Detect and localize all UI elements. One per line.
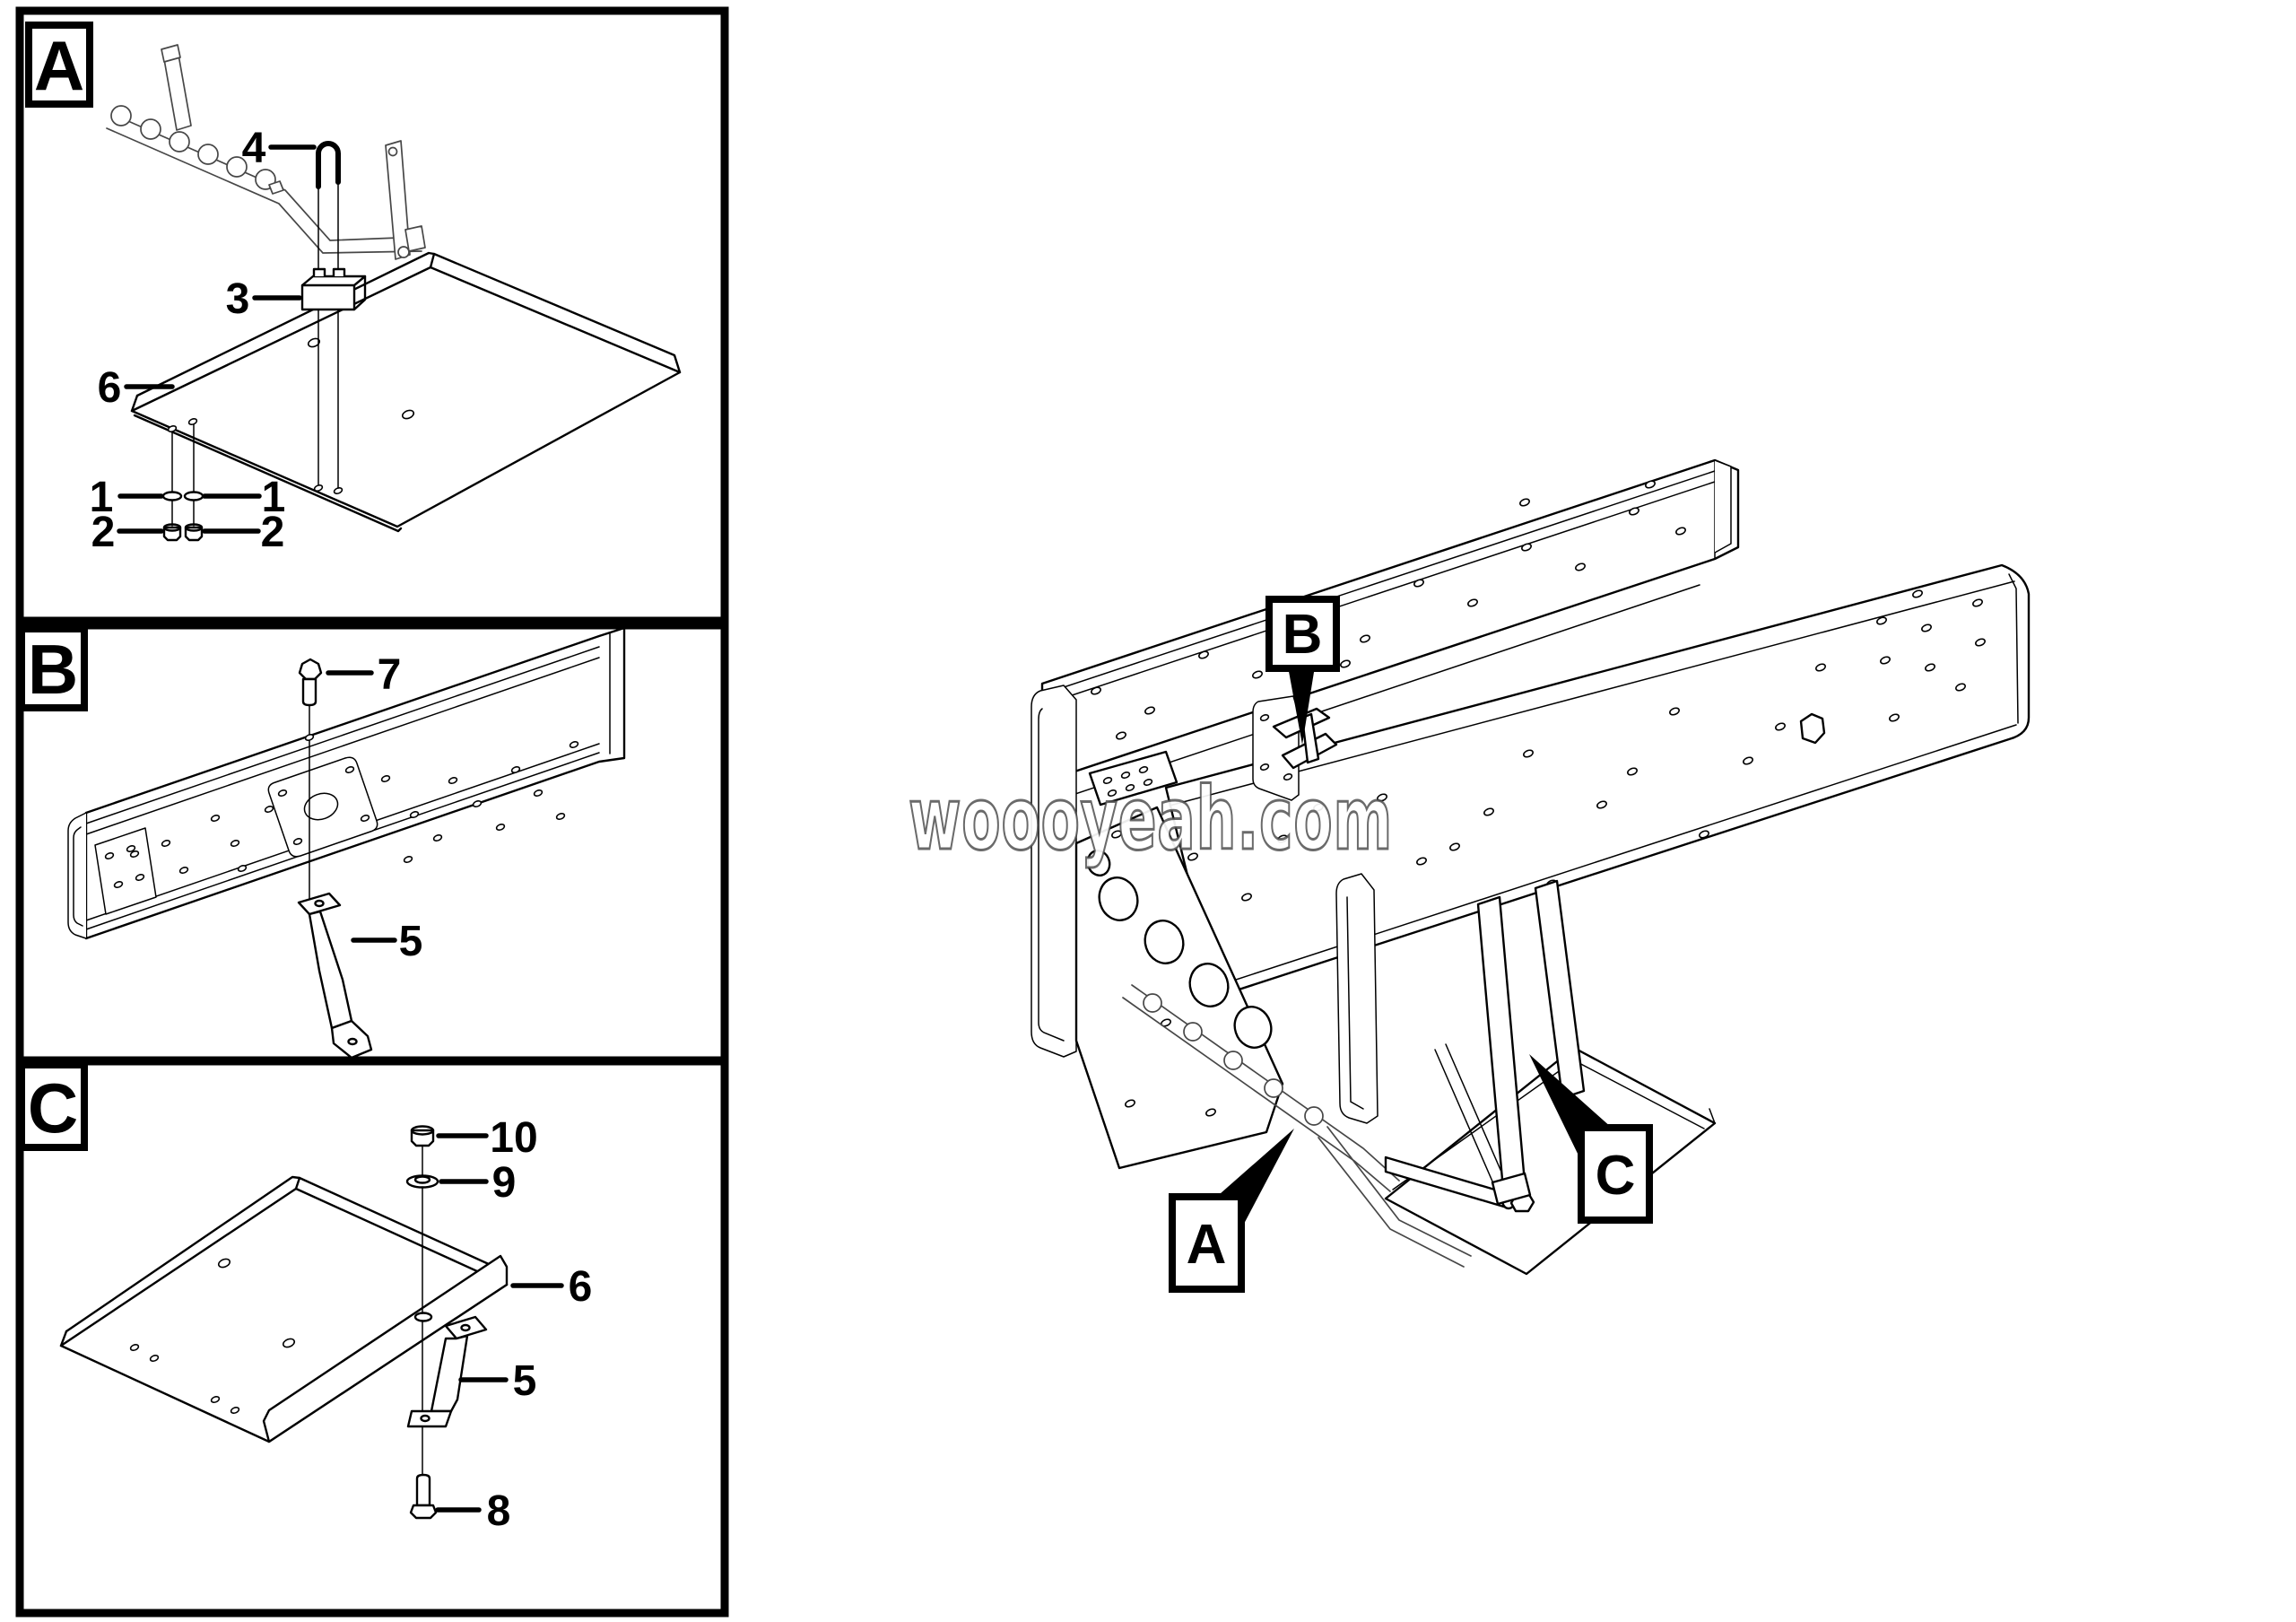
main-assembly-view: woooyeah.com B A C [908,458,2031,1293]
panel-a-label-box [25,22,93,108]
callout-5: 5 [458,1357,537,1405]
callout-2-right: 2 [202,509,285,556]
callout-8: 8 [435,1487,511,1535]
callout-number: 9 [492,1159,517,1207]
j-bolt [316,141,341,489]
callout-pointer [1288,667,1315,745]
main-callout-b: B [1265,596,1340,745]
frame-rail [67,626,626,940]
holddown-rod-left [163,54,192,131]
tray-lip [262,1254,509,1443]
callout-number: 3 [226,275,250,323]
callout-1-left: 1 [90,474,164,521]
watermark-text: woooyeah.com [909,769,1393,869]
battery-tray [59,1175,509,1443]
callout-box [1578,1124,1653,1224]
callout-number: 2 [91,509,116,556]
callout-6: 6 [510,1263,593,1311]
underslung-battery-assembly [1122,879,1717,1276]
callout-number: 6 [98,364,122,412]
tray-studs [161,423,204,542]
panel-c-border [15,1057,729,1618]
panel-a-label: A [34,26,84,105]
callout-9: 9 [439,1159,517,1207]
panel-a: 4 3 6 1 1 2 2 A [15,6,729,625]
callout-number: 7 [378,651,402,699]
washer [161,491,183,501]
callout-number: 4 [242,125,266,172]
support-bracket [406,1315,488,1428]
panel-c-label-box [18,1061,88,1151]
battery-tray [130,251,682,533]
fastener-stack [405,1125,439,1479]
callout-letter: C [1596,1145,1636,1207]
callout-5: 5 [351,918,423,965]
hex-hole [1799,712,1826,745]
main-callout-c: C [1529,1054,1653,1224]
frame-front-end [1031,685,1378,1170]
main-callout-a: A [1169,1129,1294,1293]
callout-1-right: 1 [202,474,286,521]
panel-c: 10 9 6 5 8 C [15,1057,729,1618]
support-bracket [297,892,373,1060]
callout-letter: A [1187,1214,1227,1276]
callout-box [1265,596,1340,672]
support-strap [1534,879,1586,1100]
clamp-block [300,267,367,311]
callout-7: 7 [326,651,402,699]
callout-box [1169,1193,1245,1293]
holddown-boss [110,105,132,126]
callout-6: 6 [98,364,175,412]
panel-b-label-box [18,625,88,711]
callout-number: 5 [399,918,423,965]
callout-number: 1 [90,474,114,521]
panel-b: 7 5 B [15,621,729,1065]
bolt-8 [409,1473,438,1520]
callout-number: 5 [513,1357,537,1405]
holddown-rod-right [385,140,411,260]
washer [183,491,204,501]
callout-3: 3 [226,275,302,323]
callout-number: 10 [490,1114,537,1162]
callout-10: 10 [436,1114,538,1162]
battery-holddown-frame [106,44,426,260]
callout-4: 4 [242,125,317,172]
callout-number: 2 [261,509,285,556]
panel-a-border [15,6,729,625]
callout-number: 1 [262,474,286,521]
bolt-7 [298,658,323,901]
callout-number: 6 [569,1263,593,1311]
panel-c-label: C [28,1068,78,1147]
panel-b-label: B [28,630,78,709]
callout-2-left: 2 [91,509,164,556]
callout-number: 8 [487,1487,511,1535]
callout-letter: B [1283,604,1323,666]
bolt-head [409,1504,438,1520]
bolt-head [298,658,323,681]
